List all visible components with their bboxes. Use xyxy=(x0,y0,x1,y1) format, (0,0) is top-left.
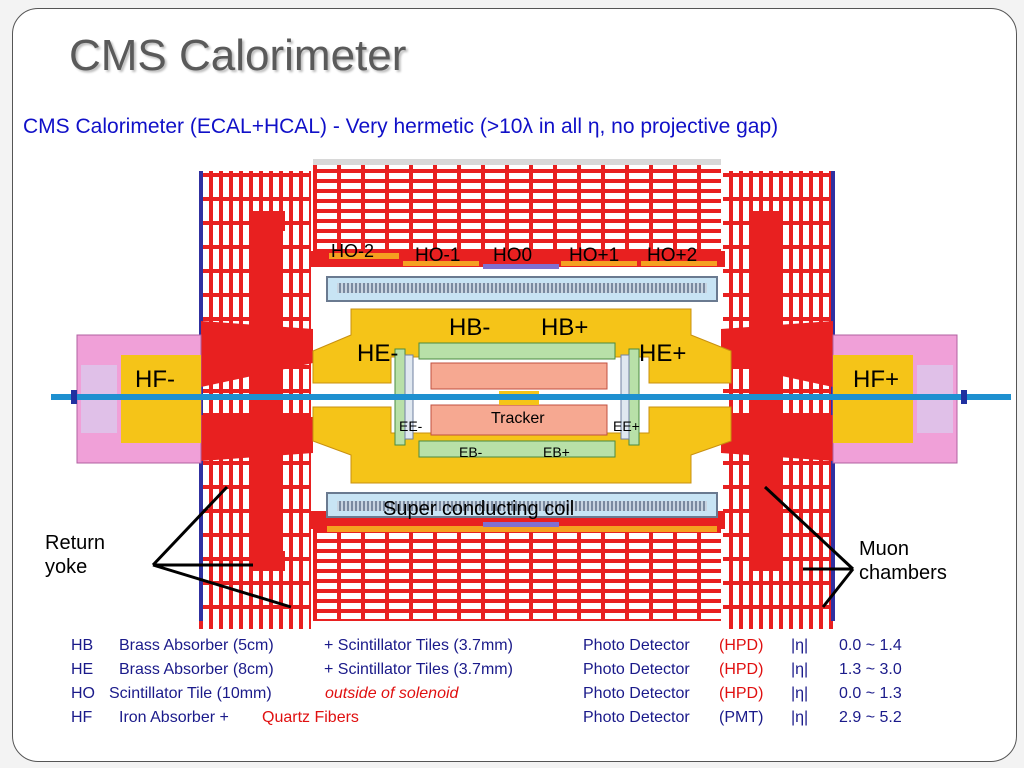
row-material: outside of solenoid xyxy=(325,685,459,702)
label-hb-plus: HB+ xyxy=(541,314,588,341)
row-code: HB xyxy=(71,637,94,654)
row-eta-symbol: |η| xyxy=(791,661,809,678)
return-yoke-top xyxy=(313,159,721,251)
table-row: HE Brass Absorber (8cm) + Scintillator T… xyxy=(71,661,971,685)
ho-strips-top xyxy=(329,253,717,269)
row-material: + Scintillator Tiles (3.7mm) xyxy=(324,661,513,678)
return-yoke-label: Return yoke xyxy=(45,532,106,578)
row-detector: Photo Detector xyxy=(583,709,690,726)
slide-title: CMS Calorimeter xyxy=(69,31,407,80)
row-absorber: Brass Absorber (5cm) xyxy=(119,637,274,654)
row-material: Quartz Fibers xyxy=(262,709,359,726)
row-absorber: Brass Absorber (8cm) xyxy=(119,661,274,678)
slide: CMS Calorimeter CMS Calorimeter (ECAL+HC… xyxy=(12,8,1017,762)
muon-chambers-pointer xyxy=(763,485,855,608)
label-hf-plus: HF+ xyxy=(853,366,899,393)
beam-pipe xyxy=(51,394,1011,400)
row-absorber: Scintillator Tile (10mm) xyxy=(109,685,272,702)
specs-table: HB Brass Absorber (5cm) + Scintillator T… xyxy=(71,637,971,733)
row-material: + Scintillator Tiles (3.7mm) xyxy=(324,637,513,654)
return-yoke-bottom xyxy=(313,529,721,621)
row-eta-range: 1.3 ~ 3.0 xyxy=(839,661,902,678)
row-code: HE xyxy=(71,661,94,678)
label-ee-minus: EE- xyxy=(399,418,423,434)
slide-subtitle: CMS Calorimeter (ECAL+HCAL) - Very herme… xyxy=(23,115,779,138)
label-ho-p2: HO+2 xyxy=(647,245,697,266)
label-eb-minus: EB- xyxy=(459,444,483,460)
row-eta-range: 0.0 ~ 1.3 xyxy=(839,685,902,702)
superconducting-coil-top xyxy=(326,276,718,302)
label-hf-minus: HF- xyxy=(135,366,175,393)
table-row: HF Iron Absorber + Quartz Fibers Photo D… xyxy=(71,709,971,733)
label-ho-m2: HO-2 xyxy=(331,241,374,261)
return-yoke-pointer xyxy=(151,485,292,609)
superconducting-coil-bottom xyxy=(326,492,718,518)
label-eb-plus: EB+ xyxy=(543,444,570,460)
label-superconducting-coil: Super conducting coil xyxy=(383,498,574,520)
label-hb-minus: HB- xyxy=(449,314,490,341)
label-ee-plus: EE+ xyxy=(613,418,640,434)
cms-detector-diagram: HO-2 HO-1 HO0 HO+1 HO+2 HB- HB+ HE- HE+ … xyxy=(51,159,1011,629)
tracker xyxy=(430,362,608,436)
row-detector-type: (PMT) xyxy=(719,709,764,726)
row-detector: Photo Detector xyxy=(583,685,690,702)
row-eta-range: 2.9 ~ 5.2 xyxy=(839,709,902,726)
table-row: HB Brass Absorber (5cm) + Scintillator T… xyxy=(71,637,971,661)
row-detector-type: (HPD) xyxy=(719,637,764,654)
label-ho-m1: HO-1 xyxy=(415,245,460,266)
row-eta-range: 0.0 ~ 1.4 xyxy=(839,637,902,654)
label-tracker: Tracker xyxy=(491,410,545,427)
row-absorber: Iron Absorber + xyxy=(119,709,229,726)
ecal-barrel-bottom xyxy=(418,440,616,458)
table-row: HO Scintillator Tile (10mm) outside of s… xyxy=(71,685,971,709)
ecal-barrel-top xyxy=(418,342,616,360)
row-eta-symbol: |η| xyxy=(791,637,809,654)
row-eta-symbol: |η| xyxy=(791,685,809,702)
label-ho-0: HO0 xyxy=(493,245,532,266)
row-detector: Photo Detector xyxy=(583,661,690,678)
row-detector: Photo Detector xyxy=(583,637,690,654)
row-detector-type: (HPD) xyxy=(719,685,764,702)
muon-chambers-label: Muon chambers xyxy=(859,538,947,584)
label-ho-p1: HO+1 xyxy=(569,245,619,266)
ho-strips-bottom xyxy=(327,522,717,532)
label-he-minus: HE- xyxy=(357,340,398,367)
row-detector-type: (HPD) xyxy=(719,661,764,678)
row-code: HF xyxy=(71,709,93,726)
label-he-plus: HE+ xyxy=(639,340,686,367)
row-code: HO xyxy=(71,685,95,702)
row-eta-symbol: |η| xyxy=(791,709,809,726)
